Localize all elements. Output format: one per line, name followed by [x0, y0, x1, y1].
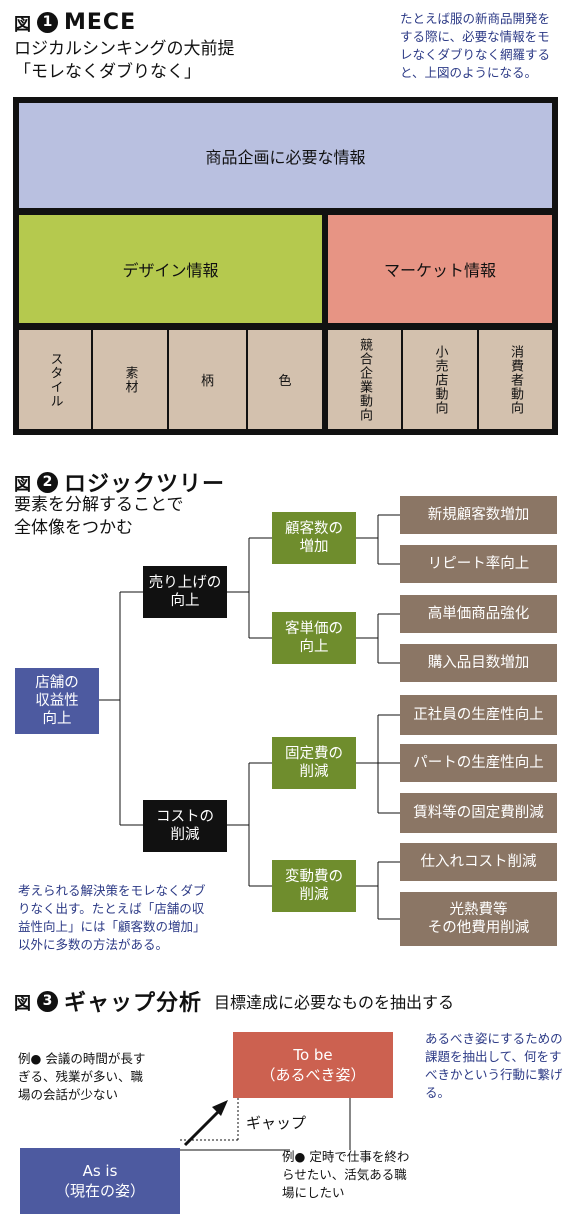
fig3-label: 図	[14, 993, 31, 1014]
fig3-title: ギャップ分析	[64, 991, 203, 1016]
fig2-subtitle-line1: 要素を分解することで	[14, 495, 184, 515]
mece-top-box: 商品企画に必要な情報	[19, 103, 552, 208]
tree-node-variable-cost: 変動費の 削減	[272, 860, 356, 912]
fig3-header: 図 3 ギャップ分析 目標達成に必要なものを抽出する	[14, 985, 454, 1017]
tree-leaf: 正社員の生産性向上	[400, 695, 557, 735]
fig1-subtitle-line2: 「モレなくダブりなく」	[14, 62, 201, 82]
as-is-box: As is （現在の姿）	[20, 1148, 180, 1214]
fig1-title: MECE	[64, 10, 137, 35]
fig3-subtitle: 目標達成に必要なものを抽出する	[214, 993, 455, 1012]
mece-design-box: デザイン情報	[19, 215, 322, 323]
mece-item-label: 消費者動向	[508, 344, 523, 415]
mece-design-item: 色	[248, 330, 322, 429]
mece-design-item: 柄	[169, 330, 246, 429]
fig1-subtitle-line1: ロジカルシンキングの大前提	[14, 39, 235, 59]
tree-leaf: 購入品目数増加	[400, 644, 557, 682]
mece-market-item: 小売店動向	[403, 330, 477, 429]
fig3-example-now: 例● 会議の時間が長すぎる、残業が多い、職場の会話が少ない	[18, 1051, 146, 1102]
tree-leaf: 光熱費等 その他費用削減	[400, 892, 557, 946]
fig2-title: ロジックツリー	[64, 472, 226, 497]
mece-market-item: 消費者動向	[479, 330, 552, 429]
fig2-subtitle-line2: 全体像をつかむ	[14, 518, 133, 538]
mece-design-item: 素材	[93, 330, 167, 429]
mece-item-label: 色	[278, 374, 292, 389]
fig3-example-goal: 例● 定時で仕事を終わらせたい、活気ある職場にしたい	[282, 1149, 410, 1200]
fig1-header: 図 1 MECE	[14, 10, 136, 35]
fig1-number: 1	[37, 12, 58, 33]
mece-item-label: 素材	[122, 365, 138, 394]
to-be-box: To be （あるべき姿）	[233, 1032, 393, 1098]
mece-item-label: 小売店動向	[432, 344, 448, 415]
fig1-label: 図	[14, 15, 31, 35]
fig1-note: たとえば服の新商品開発をする際に、必要な情報をモレなくダブりなく網羅すると、上図…	[400, 11, 551, 80]
mece-design-item: スタイル	[19, 330, 91, 429]
tree-node-cost: コストの 削減	[143, 800, 227, 852]
tree-node-sales: 売り上げの 向上	[143, 566, 227, 618]
mece-item-label: 柄	[200, 374, 214, 389]
fig2-label: 図	[14, 474, 31, 495]
fig2-number: 2	[37, 471, 58, 493]
fig3-note: あるべき姿にするための課題を抽出して、何をすべきかという行動に繋げる。	[425, 1031, 563, 1100]
fig3-number: 3	[37, 990, 58, 1012]
fig2-subtitle: 要素を分解することで 全体像をつかむ	[14, 494, 184, 540]
fig1-subtitle: ロジカルシンキングの大前提 「モレなくダブりなく」	[14, 38, 235, 84]
mece-market-item: 競合企業動向	[328, 330, 401, 429]
mece-market-box: マーケット情報	[328, 215, 552, 323]
tree-node-customers: 顧客数の 増加	[272, 512, 356, 564]
tree-leaf: パートの生産性向上	[400, 744, 557, 782]
mece-item-label: 競合企業動向	[357, 337, 372, 422]
fig2-note: 考えられる解決策をモレなくダブりなく出す。たとえば「店舗の収益性向上」には「顧客…	[18, 883, 206, 952]
tree-leaf: 高単価商品強化	[400, 595, 557, 633]
tree-node-unit-price: 客単価の 向上	[272, 612, 356, 664]
tree-leaf: 新規顧客数増加	[400, 496, 557, 534]
fig2-header: 図 2 ロジックツリー	[14, 466, 225, 498]
tree-leaf: 賃料等の固定費削減	[400, 793, 557, 833]
tree-leaf: リピート率向上	[400, 545, 557, 583]
mece-item-label: スタイル	[47, 351, 63, 408]
tree-root-store-profitability: 店舗の 収益性 向上	[15, 668, 99, 734]
tree-leaf: 仕入れコスト削減	[400, 843, 557, 881]
tree-node-fixed-cost: 固定費の 削減	[272, 737, 356, 789]
gap-label: ギャップ	[246, 1114, 307, 1132]
mece-diagram: 商品企画に必要な情報 デザイン情報 マーケット情報 スタイル 素材 柄 色 競合…	[13, 97, 558, 435]
